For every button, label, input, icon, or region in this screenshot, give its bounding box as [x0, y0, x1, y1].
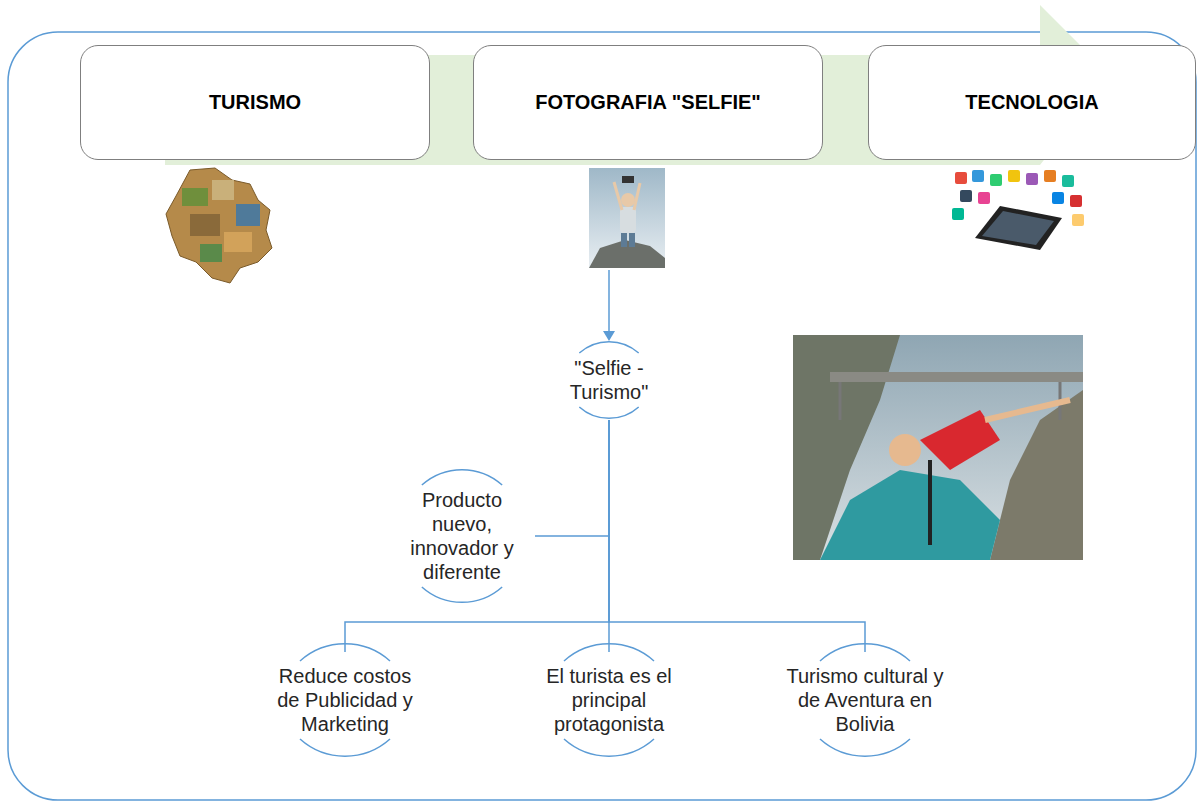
- benefit-circle: Reduce costos de Publicidad y Marketing: [262, 652, 428, 748]
- circle-arc: [579, 342, 638, 353]
- node-label: TECNOLOGIA: [965, 91, 1098, 114]
- circle-arc: [422, 470, 502, 485]
- circle-arc: [300, 644, 390, 661]
- bolivia-map-image: [166, 168, 272, 283]
- tree-connector: [345, 420, 609, 652]
- node-label: TURISMO: [209, 91, 301, 114]
- node-label: "Selfie - Turismo": [563, 356, 655, 404]
- circle-arc: [422, 587, 502, 602]
- tree-connector: [535, 420, 609, 536]
- benefit-circle: El turista es el principal protagonista: [526, 652, 692, 748]
- stage-box: TURISMO: [80, 45, 430, 160]
- photo-arrow: [608, 270, 610, 332]
- circle-outline: [555, 340, 663, 420]
- stage-box: TECNOLOGIA: [868, 45, 1196, 160]
- circle-arc: [820, 739, 910, 756]
- selfie-photo: [589, 168, 665, 268]
- circle-arc: [564, 644, 654, 661]
- circle-arc: [564, 739, 654, 756]
- node-label: FOTOGRAFIA "SELFIE": [535, 91, 761, 114]
- tree-connector: [609, 420, 865, 652]
- node-label: Reduce costos de Publicidad y Marketing: [270, 664, 420, 736]
- circle-arc: [579, 407, 638, 418]
- node-label: Producto nuevo, innovador y diferente: [397, 488, 527, 584]
- concept-circle: "Selfie - Turismo": [555, 340, 663, 420]
- node-label: Turismo cultural y de Aventura en Bolivi…: [785, 664, 945, 736]
- phone-apps-image: [952, 170, 1084, 250]
- bungee-photo: [793, 335, 1083, 560]
- concept-circle: Producto nuevo, innovador y diferente: [389, 476, 535, 596]
- node-label: El turista es el principal protagonista: [534, 664, 684, 736]
- outer-frame: [8, 32, 1196, 800]
- photo-arrowhead: [603, 331, 615, 341]
- benefit-circle: Turismo cultural y de Aventura en Bolivi…: [777, 652, 953, 748]
- stage-box: FOTOGRAFIA "SELFIE": [473, 45, 823, 160]
- circle-arc: [820, 644, 910, 661]
- circle-arc: [300, 739, 390, 756]
